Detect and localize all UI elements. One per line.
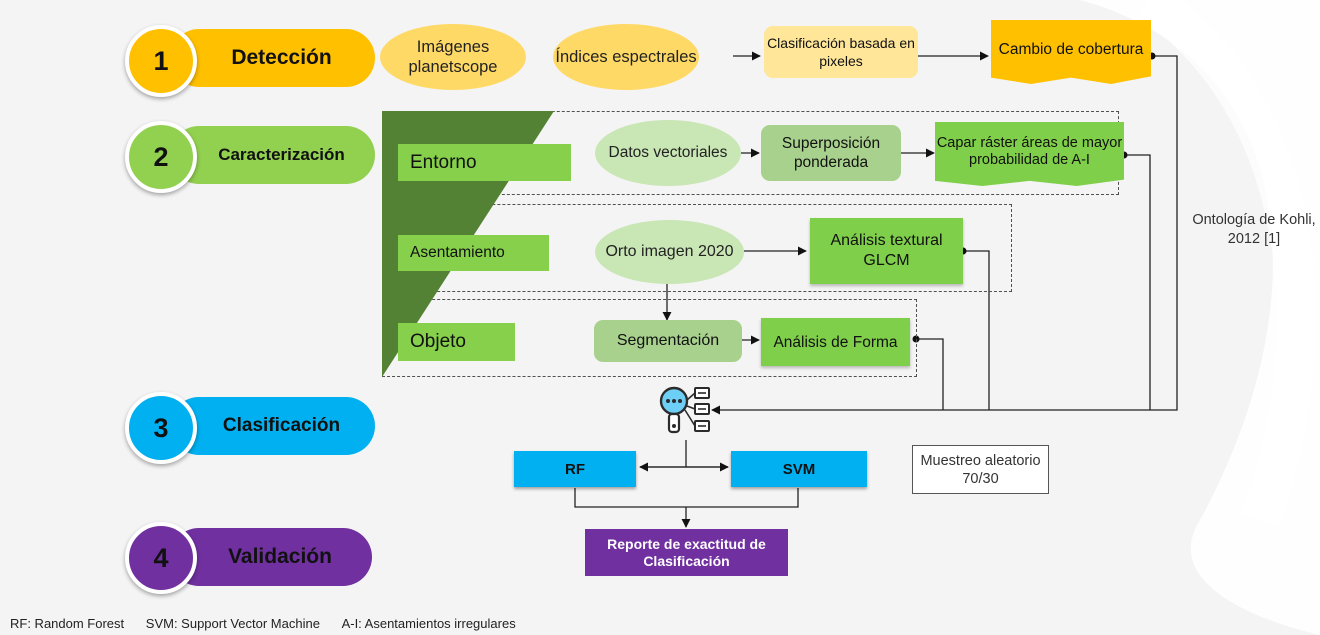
accuracy-report-box: Reporte de exactitud de Clasificación [585,529,788,576]
footnote-rf: RF: Random Forest [10,616,125,631]
footnote: RF: Random Forest SVM: Support Vector Ma… [10,616,516,631]
stage-1-circle: 1 [125,25,197,97]
weighted-overlay-box: Superposición ponderada [761,125,901,181]
rf-box: RF [514,451,636,487]
footnote-ai: A-I: Asentamientos irregulares [341,616,516,631]
level-objeto: Objeto [398,323,515,361]
raster-layer-box: Capar ráster áreas de mayor probabilidad… [935,122,1124,186]
stage-2-pill: Caracterización [170,126,375,184]
pixel-classification-box: Clasificación basada en pixeles [764,26,918,78]
level-asentamiento: Asentamiento [398,235,549,271]
vector-data-oval: Datos vectoriales [595,120,741,186]
stage-2-circle: 2 [125,121,197,193]
spectral-indices-oval: Índices espectrales [553,24,699,90]
stage-4-pill: Validación [170,528,372,586]
stage-3-circle: 3 [125,392,197,464]
footnote-svm: SVM: Support Vector Machine [145,616,320,631]
shape-analysis-box: Análisis de Forma [761,318,910,366]
level-entorno: Entorno [398,144,571,181]
coverage-change-box: Cambio de cobertura [991,20,1151,84]
ortho-image-oval: Orto imagen 2020 [595,220,744,284]
glcm-analysis-box: Análisis textural GLCM [810,218,963,284]
segmentation-box: Segmentación [594,320,742,362]
search-analysis-icon [655,384,715,438]
sampling-box: Muestreo aleatorio 70/30 [912,445,1049,494]
svm-box: SVM [731,451,867,487]
stage-1-pill: Detección [170,29,375,87]
planetscope-images-oval: Imágenes planetscope [380,24,526,90]
stage-3-pill: Clasificación [170,397,375,455]
ontology-note: Ontología de Kohli, 2012 [1] [1192,212,1316,247]
stage-4-circle: 4 [125,522,197,594]
